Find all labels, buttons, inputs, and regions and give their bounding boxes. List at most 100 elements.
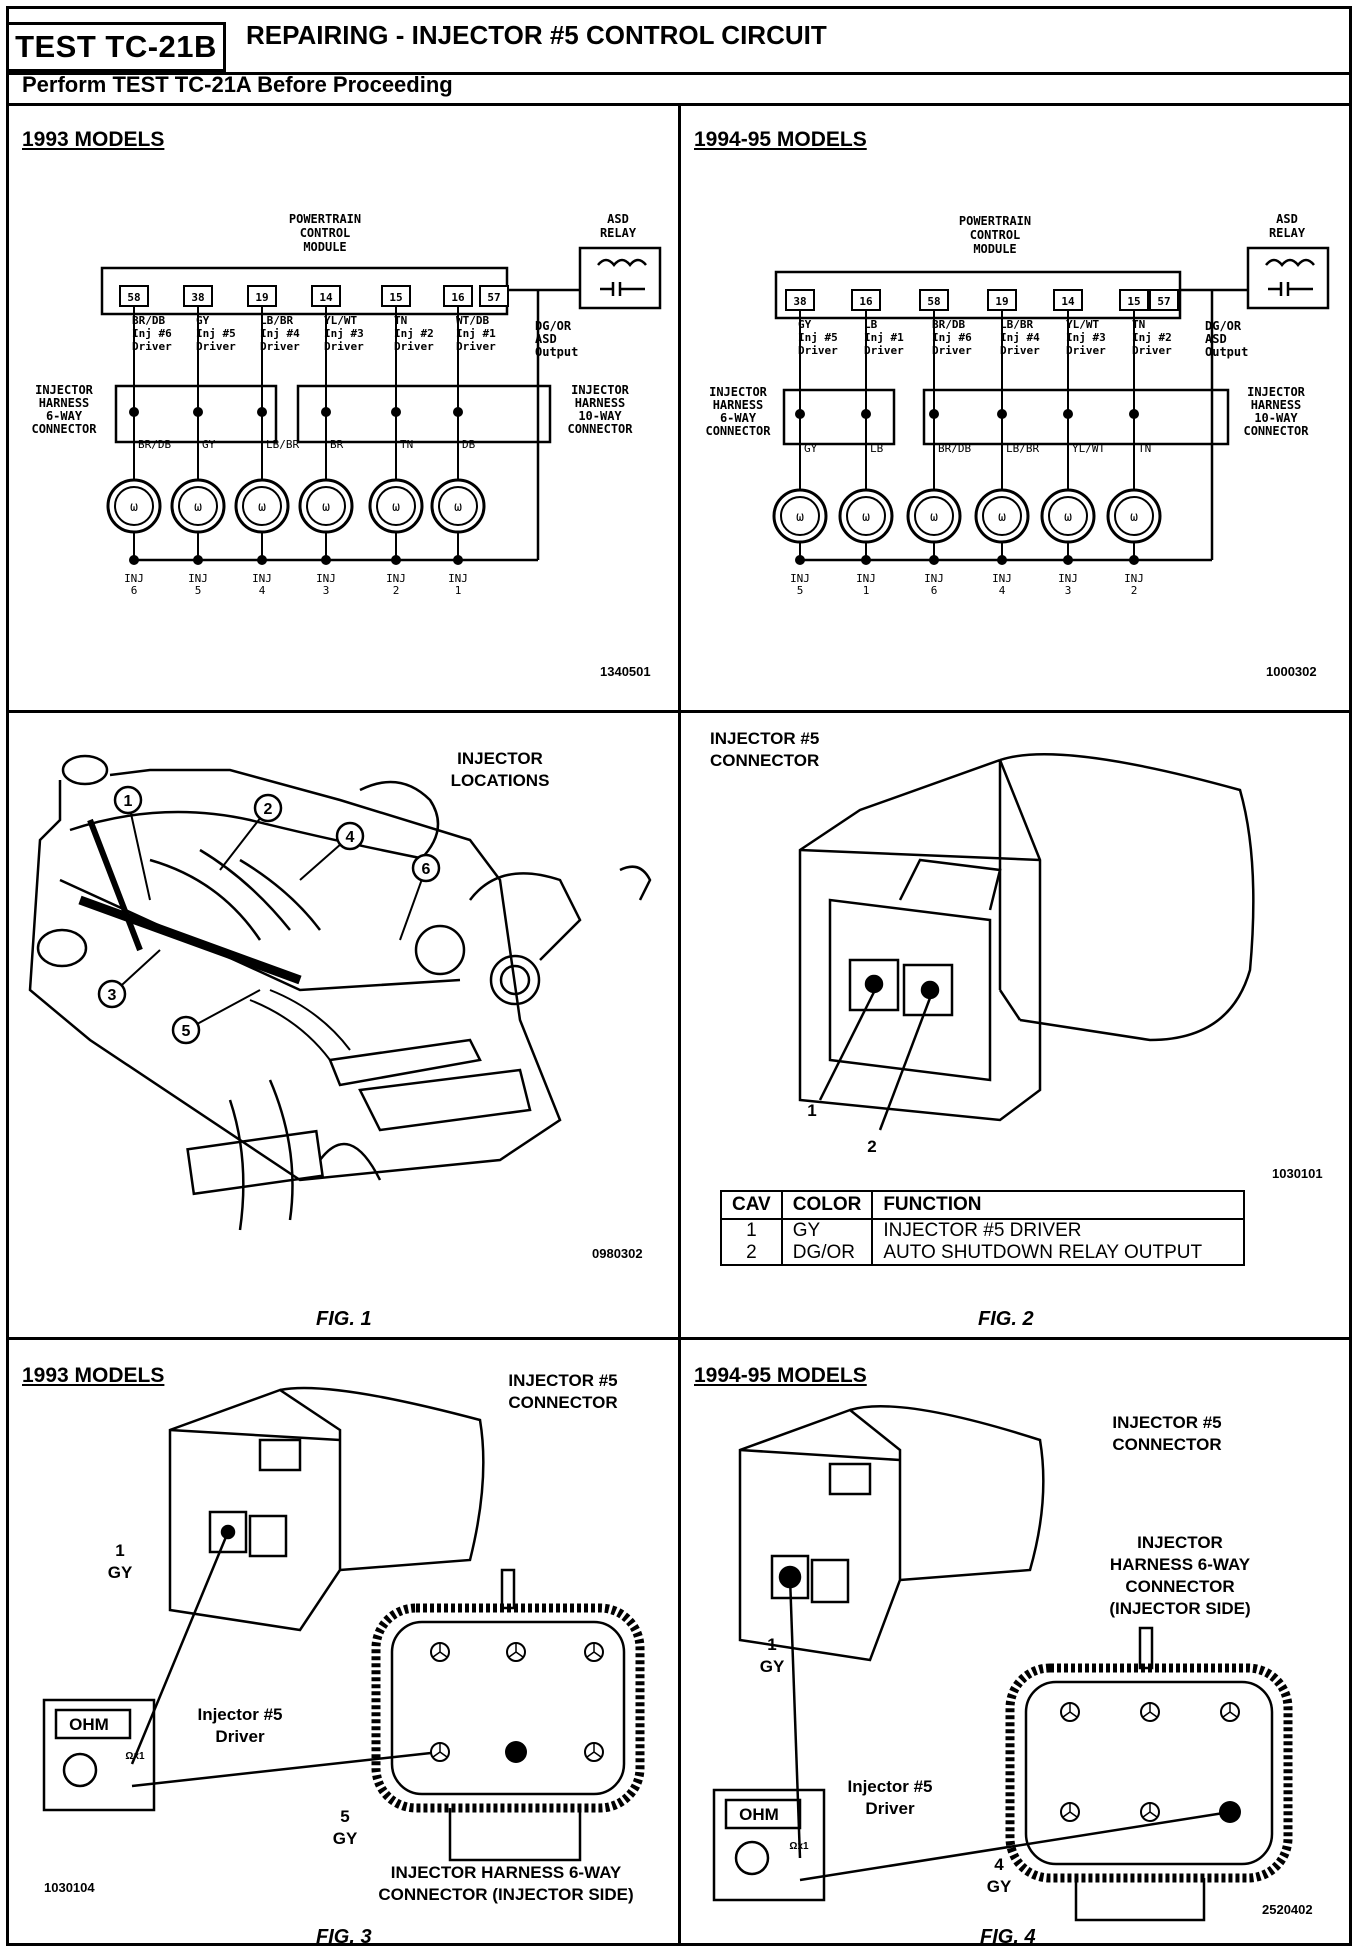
table-header: FUNCTION (871, 1190, 1246, 1220)
figure-caption: FIG. 1 (316, 1308, 372, 1330)
pin-label: 19 (995, 295, 1008, 308)
junction-dot (321, 555, 331, 565)
figure-ref: 1000302 (1266, 664, 1317, 679)
wire-color-label: GY (804, 442, 818, 455)
callout-2: 2 (867, 1137, 877, 1156)
coil-icon: ω (998, 510, 1006, 525)
figure-ref: 1030104 (44, 1880, 95, 1895)
connector-pin (129, 407, 139, 417)
coil-icon: ω (392, 500, 400, 515)
prerequisite-note: Perform TEST TC-21A Before Proceeding (22, 72, 453, 97)
figure-caption: FIG. 4 (980, 1926, 1036, 1948)
cavity-active (1219, 1801, 1241, 1823)
callout-number: 4 (346, 829, 355, 846)
pin-label: 15 (389, 291, 402, 304)
junction-dot (1129, 555, 1139, 565)
section-title-1994: 1994-95 MODELS (694, 1364, 867, 1387)
connector-pin (321, 407, 331, 417)
pin-label: 19 (255, 291, 268, 304)
callout-number: 1 (124, 793, 133, 810)
callout-circle (97, 979, 127, 1009)
pin-label: 16 (451, 291, 465, 304)
figure-ref: 2520402 (1262, 1902, 1313, 1917)
pin-label: 15 (1127, 295, 1140, 308)
pin-box (1149, 289, 1179, 311)
wire-color-label: BR/DB (938, 442, 971, 455)
coil-icon: ω (454, 500, 462, 515)
figure-ref: 0980302 (592, 1246, 643, 1261)
ohmmeter-range: Ωx1 (789, 1841, 809, 1852)
grid-divider (6, 1337, 1352, 1340)
junction-dot (795, 555, 805, 565)
injector-number: 6 (131, 584, 138, 597)
injector-number: 1 (863, 584, 870, 597)
connector-pin (795, 409, 805, 419)
wire-color-label: TN (1138, 442, 1151, 455)
wire-color-label: LB/BR (1006, 442, 1039, 455)
table-row: 1 GY INJECTOR #5 DRIVER (720, 1219, 1246, 1242)
junction-dot (1063, 555, 1073, 565)
callout-circle (171, 1015, 201, 1045)
pin-label: 38 (793, 295, 806, 308)
wire-color-label: TN (400, 438, 413, 451)
injector-number: 2 (1131, 584, 1138, 597)
coil-icon: ω (796, 510, 804, 525)
coil-icon: ω (930, 510, 938, 525)
injector-number: 5 (195, 584, 202, 597)
wire-color-label: YL/WT (1072, 442, 1105, 455)
harness-10way-connector (922, 388, 1230, 446)
pin-label: 38 (191, 291, 204, 304)
junction-dot (453, 555, 463, 565)
junction-dot (861, 555, 871, 565)
pin-label: 14 (1061, 295, 1075, 308)
harness-6way-connector (114, 384, 278, 444)
wire-color-label: LB/BR (266, 438, 299, 451)
pin-label: 14 (319, 291, 333, 304)
asd-relay-box (578, 246, 662, 310)
injector-number: 1 (455, 584, 462, 597)
ohmmeter-display: OHM (739, 1805, 779, 1824)
junction-dot (129, 555, 139, 565)
injector-number: 4 (999, 584, 1006, 597)
injector-number: 4 (259, 584, 266, 597)
test-id: TEST TC-21B (6, 22, 226, 72)
injector-number: 3 (323, 584, 330, 597)
injector-label: INJ (124, 572, 144, 585)
pin-label: 57 (487, 291, 500, 304)
table-header: CAV (720, 1190, 783, 1220)
coil-icon: ω (1064, 510, 1072, 525)
pin-label: 16 (859, 295, 873, 308)
table-header: COLOR (780, 1190, 874, 1220)
ohmmeter-range: Ωx1 (125, 1751, 145, 1762)
callout-number: 3 (108, 987, 117, 1004)
junction-dot (929, 555, 939, 565)
injector-label: INJ (790, 572, 810, 585)
pin-label: 57 (1157, 295, 1170, 308)
wire-color-label: GY (202, 438, 216, 451)
callout-number: 2 (264, 801, 273, 818)
coil-icon: ω (322, 500, 330, 515)
connector-pin (257, 407, 267, 417)
injector-label: INJ (1058, 572, 1078, 585)
wire-color-label: BR (330, 438, 344, 451)
